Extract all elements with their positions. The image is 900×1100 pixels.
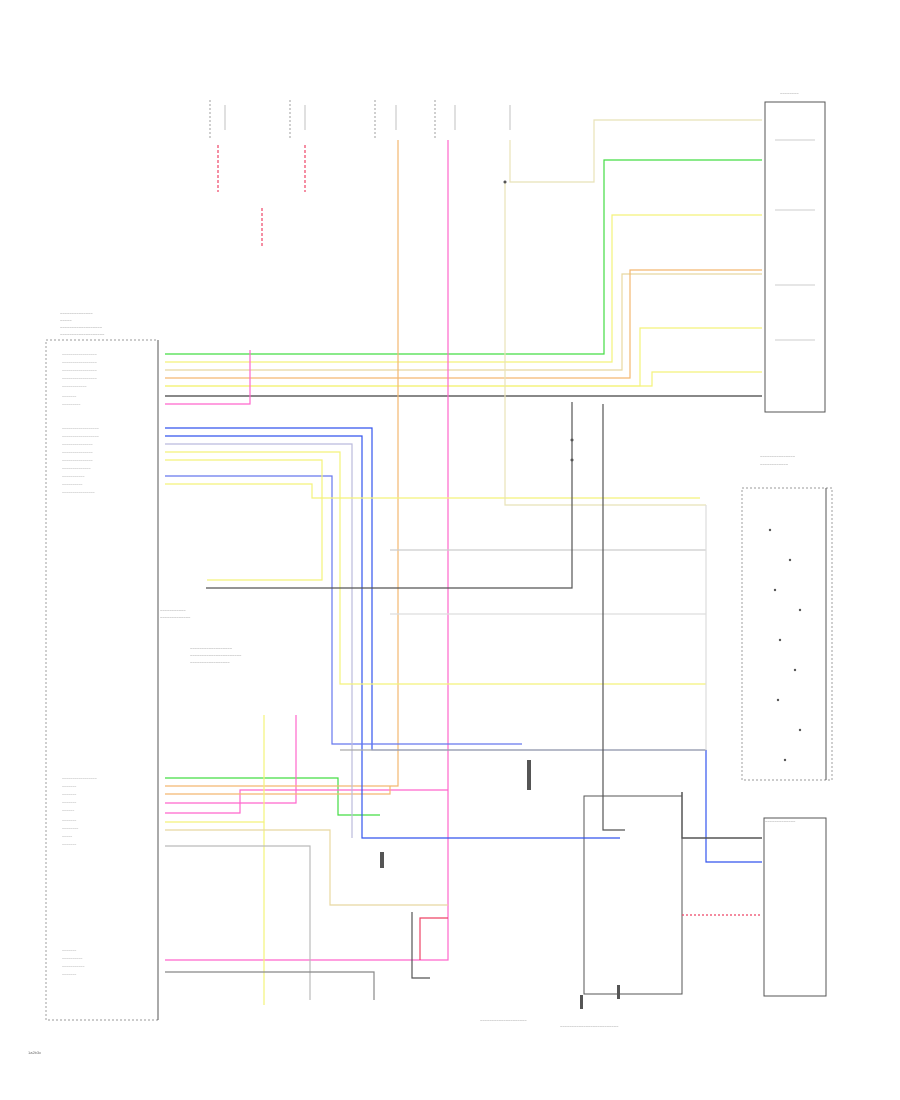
svg-text:~~~~~~~: ~~~~~~~ [62,785,76,789]
svg-text:~~~~~~~: ~~~~~~~ [62,973,76,977]
wire-yellow-lower [165,715,265,823]
svg-text:~~~~~~~~~~~~~~~~~: ~~~~~~~~~~~~~~~~~ [62,369,97,373]
svg-text:~~~~~~~~~~~~~~~~~~~~~~: ~~~~~~~~~~~~~~~~~~~~~~ [190,653,242,658]
wire-green-lower [165,777,380,816]
svg-text:~~~~~: ~~~~~ [62,835,72,839]
svg-text:~~~~~: ~~~~~ [60,318,72,323]
svg-text:~~~~~~~~~~~~~~~~~~~: ~~~~~~~~~~~~~~~~~~~ [60,332,105,337]
svg-text:~~~~~~~~: ~~~~~~~~ [62,827,78,831]
svg-text:~~~~~~~~~~~~~~~~~: ~~~~~~~~~~~~~~~~~ [62,353,97,357]
svg-text:~~~~~~~~~~~~~~: ~~~~~~~~~~~~~~ [62,467,91,471]
wire-yellow-4 [165,451,706,685]
svg-text:~~~~~~~~~~~: ~~~~~~~~~~~ [62,475,84,479]
svg-text:~~~~~~~: ~~~~~~~ [62,801,76,805]
wire-tan-2 [504,182,706,506]
wire-pink-3 [165,789,448,814]
svg-text:~~~~~~~~~~~~~~: ~~~~~~~~~~~~~~ [60,311,93,316]
svg-text:~~~~~~~: ~~~~~~~ [62,819,76,823]
wire-dark-2 [602,404,625,831]
svg-text:~~~~~~~~~~~: ~~~~~~~~~~~ [62,965,84,969]
svg-text:~~~~~~~~~~~~~~~~~~~~: ~~~~~~~~~~~~~~~~~~~~ [480,1018,527,1023]
wire-tan-1 [165,273,762,371]
wire-dark-lower [165,971,375,1000]
svg-text:~~~~~~~~~~~~~~~~~~: ~~~~~~~~~~~~~~~~~~ [60,325,103,330]
wire-green [165,159,762,355]
svg-text:~~~~~~~~~~~~~~~: ~~~~~~~~~~~~~~~ [62,443,93,447]
pin-labels: ~~~~~~~~~~~~~~~~~ ~~~~~~~~~~~~~~~~~ ~~~~… [62,91,799,1029]
svg-text:~~~~~~~: ~~~~~~~ [62,793,76,797]
svg-text:~~~~~~~: ~~~~~~~ [62,395,76,399]
svg-text:~~~~~~~~: ~~~~~~~~ [780,91,799,96]
wire-pink-sensor [165,715,297,804]
wire-orange-3 [165,786,391,795]
svg-text:~~~~~~~~~~~~~~~: ~~~~~~~~~~~~~~~ [62,459,93,463]
wire-red-1 [419,917,448,960]
transmission-range-switch-box [741,487,833,781]
svg-text:~~~~~~~~~~~~~~~: ~~~~~~~~~~~~~~~ [62,451,93,455]
diagram-code: 1a2b3c [28,1050,41,1055]
wire-tan-top [509,119,762,183]
svg-text:~~~~~~~~~~~~~~~~~: ~~~~~~~~~~~~~~~~~ [62,777,97,781]
svg-text:~~~~~~~~~~~~~~~~~: ~~~~~~~~~~~~~~~~~ [62,377,97,381]
svg-text:~~~~~~~~~~: ~~~~~~~~~~ [62,483,82,487]
wire-yellow-1 [165,214,762,363]
wire-dark-4 [411,912,430,979]
wire-pink-2 [165,140,449,961]
transfer-case-module-box [583,795,683,995]
connectors [380,180,802,1009]
svg-text:~~~~~~~~~~~~~: ~~~~~~~~~~~~~ [765,819,796,824]
svg-text:~~~~~~~~~~~~: ~~~~~~~~~~~~ [760,462,789,467]
wire-blue-1 [165,427,762,863]
wire-gray-lower [165,845,311,1000]
wire-yellow-6 [165,483,700,499]
svg-text:~~~~~~~~~~~~~~~~~~: ~~~~~~~~~~~~~~~~~~ [190,646,233,651]
svg-text:~~~~~~~~~~~~~~~~~~: ~~~~~~~~~~~~~~~~~~ [62,435,99,439]
svg-text:~~~~~~~~~~~~~: ~~~~~~~~~~~~~ [160,615,191,620]
powertrain-control-module: ~~~~~~~~~~~~~~ ~~~~~ ~~~~~~~~~~~~~~~~~~ … [45,311,159,1021]
svg-text:~~~~~~: ~~~~~~ [62,809,74,813]
svg-text:~~~~~~~~~~~~~~~~~~~~~~~~~: ~~~~~~~~~~~~~~~~~~~~~~~~~ [560,1024,619,1029]
wire-violet [165,443,353,838]
svg-text:~~~~~~~~~~~~~~~~~~: ~~~~~~~~~~~~~~~~~~ [62,427,99,431]
automatic-transmission-box [764,101,826,413]
wire-blue-3 [165,475,522,745]
svg-text:~~~~~~~~~~: ~~~~~~~~~~ [62,957,82,961]
svg-text:~~~~~~~~~~~~~~~: ~~~~~~~~~~~~~~~ [760,454,796,459]
svg-text:~~~~~~~~~~~~: ~~~~~~~~~~~~ [62,385,87,389]
svg-text:~~~~~~~: ~~~~~~~ [62,843,76,847]
svg-text:~~~~~~~~~~~: ~~~~~~~~~~~ [160,608,186,613]
wire-dark-3 [681,792,762,839]
wire-pink-1 [165,350,251,405]
svg-text:~~~~~~~~~~~~~~~~: ~~~~~~~~~~~~~~~~ [62,491,95,495]
wire-dark-1 [206,402,573,589]
wires [165,119,762,1005]
svg-text:~~~~~~~: ~~~~~~~ [62,949,76,953]
wire-yellow-5 [165,459,323,581]
wire-blue-2 [165,435,620,839]
wire-tan-lower [165,829,448,906]
wire-orange-2 [165,140,399,787]
svg-text:~~~~~~~~~~~~~~~~~: ~~~~~~~~~~~~~~~~~ [62,361,97,365]
fuse-sources [209,100,511,140]
svg-text:~~~~~~~~~~~~~~~~~: ~~~~~~~~~~~~~~~~~ [190,660,230,665]
four-wheel-drive-switch-box [763,817,827,997]
svg-text:~~~~~~~~~: ~~~~~~~~~ [62,403,80,407]
wire-yellow-2 [165,327,762,387]
wire-yellow-3 [165,371,762,387]
